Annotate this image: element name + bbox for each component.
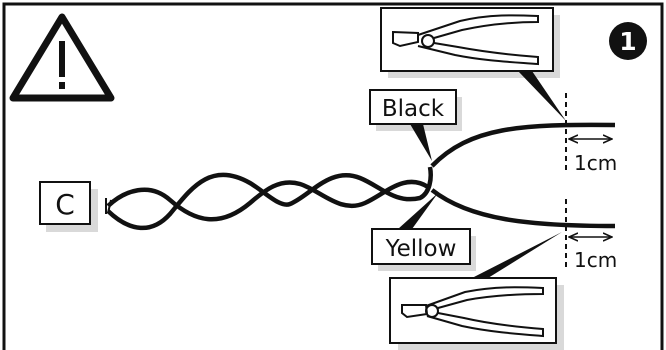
strip-length-top: 1cm [574, 151, 617, 175]
wire-label-yellow-box: Yellow [371, 228, 476, 271]
step-number: 1 [619, 27, 636, 56]
strip-length-bottom: 1cm [574, 248, 617, 272]
connector-label-box: C [39, 181, 98, 232]
wire-cutter-callout-bottom [389, 232, 564, 350]
wire-label-black-box: Black [369, 89, 462, 131]
leader-yellow [398, 193, 438, 229]
connector-label: C [55, 188, 75, 221]
step-number-badge: 1 [609, 22, 647, 60]
wire-label-yellow: Yellow [385, 236, 457, 262]
wire-yellow [430, 188, 616, 229]
warning-icon [9, 13, 115, 102]
twisted-wire-pair [106, 166, 433, 231]
wire-cutter-icon [401, 286, 544, 338]
leader-black [410, 124, 432, 161]
wire-label-black: Black [382, 96, 445, 122]
wire-cutter-callout-top [380, 7, 566, 121]
wire-black [430, 122, 616, 168]
wire-cutter-icon [392, 14, 539, 66]
